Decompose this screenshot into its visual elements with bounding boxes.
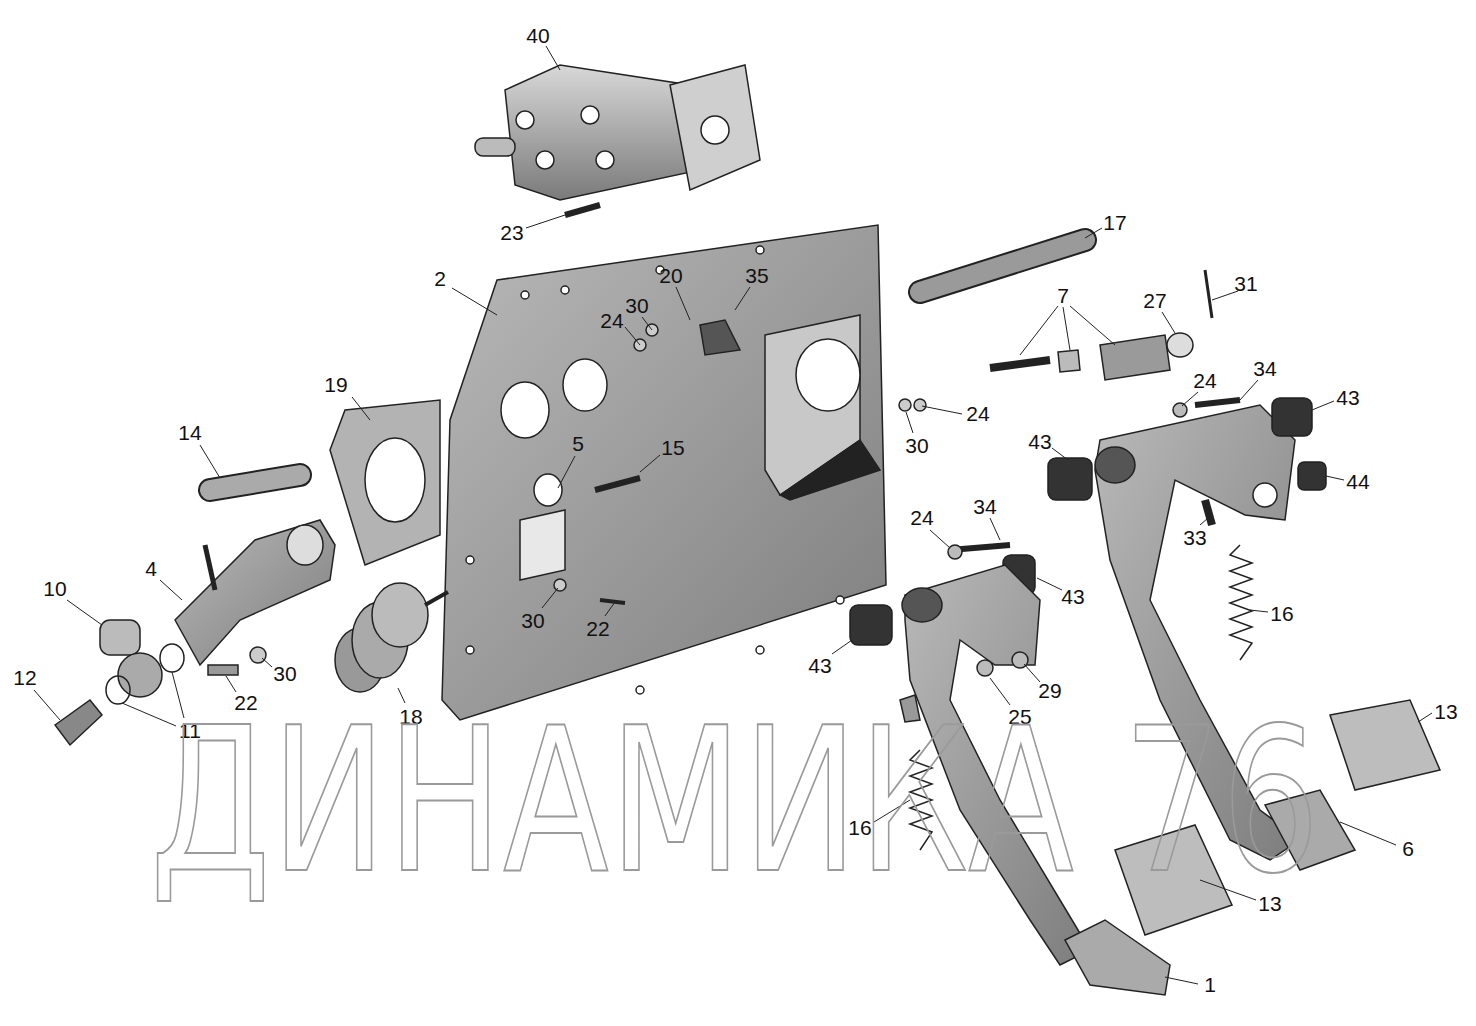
callout-number: 33 bbox=[1181, 526, 1208, 549]
callout-number: 43 bbox=[1026, 430, 1053, 453]
callout-number: 24 bbox=[598, 309, 625, 332]
callout-number: 14 bbox=[176, 421, 203, 444]
callout-number: 1 bbox=[1202, 973, 1218, 996]
callout-number: 31 bbox=[1232, 272, 1259, 295]
callout-number: 30 bbox=[903, 434, 930, 457]
callout-number: 30 bbox=[271, 662, 298, 685]
callout-number: 34 bbox=[1251, 357, 1278, 380]
callout-number: 6 bbox=[1400, 837, 1416, 860]
callout-number: 24 bbox=[908, 506, 935, 529]
callout-number: 22 bbox=[584, 617, 611, 640]
callout-number: 4 bbox=[143, 557, 159, 580]
callout-number: 17 bbox=[1101, 211, 1128, 234]
callout-number: 12 bbox=[11, 666, 38, 689]
callout-number: 19 bbox=[322, 373, 349, 396]
callout-number: 44 bbox=[1344, 470, 1371, 493]
callout-number: 43 bbox=[1059, 585, 1086, 608]
callout-number: 34 bbox=[971, 495, 998, 518]
callout-number: 43 bbox=[1334, 386, 1361, 409]
callout-number: 27 bbox=[1141, 289, 1168, 312]
callout-number: 24 bbox=[1191, 369, 1218, 392]
callout-number: 2 bbox=[432, 267, 448, 290]
watermark: ДИНАМИКА 76 bbox=[150, 701, 1320, 901]
callout-number: 24 bbox=[964, 402, 991, 425]
callout-number: 16 bbox=[1268, 602, 1295, 625]
callout-number: 7 bbox=[1055, 284, 1071, 307]
callout-number: 15 bbox=[659, 436, 686, 459]
callout-number: 5 bbox=[570, 432, 586, 455]
callout-number: 20 bbox=[657, 264, 684, 287]
callout-number: 43 bbox=[806, 654, 833, 677]
callout-number: 13 bbox=[1432, 700, 1459, 723]
callout-number: 10 bbox=[41, 577, 68, 600]
callout-number: 29 bbox=[1036, 679, 1063, 702]
callout-number: 23 bbox=[498, 221, 525, 244]
callout-number: 35 bbox=[743, 264, 770, 287]
callout-number: 40 bbox=[524, 24, 551, 47]
callout-number: 30 bbox=[623, 294, 650, 317]
callout-number: 30 bbox=[519, 609, 546, 632]
